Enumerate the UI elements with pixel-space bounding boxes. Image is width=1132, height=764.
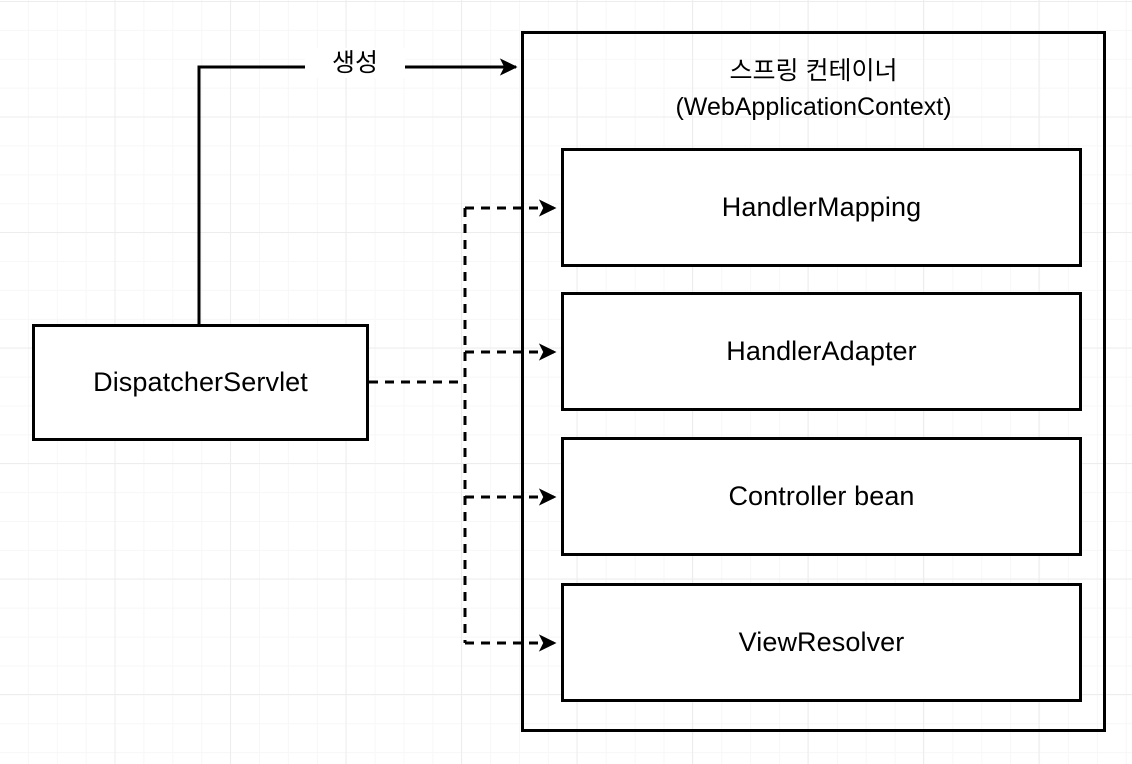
edge-label-create: 생성 xyxy=(305,48,405,78)
node-handler-mapping-label: HandlerMapping xyxy=(721,191,922,222)
node-handler-mapping[interactable]: HandlerMapping xyxy=(561,148,1082,267)
node-view-resolver[interactable]: ViewResolver xyxy=(561,583,1082,702)
node-handler-adapter[interactable]: HandlerAdapter xyxy=(561,292,1082,411)
node-controller-bean[interactable]: Controller bean xyxy=(561,437,1082,556)
edge-create-line xyxy=(197,58,518,325)
node-controller-bean-label: Controller bean xyxy=(728,480,915,511)
edge-lookup-trunk xyxy=(369,208,467,643)
node-handler-adapter-label: HandlerAdapter xyxy=(726,335,917,366)
node-dispatcher-servlet[interactable]: DispatcherServlet xyxy=(32,324,369,441)
node-spring-container-title-line2: (WebApplicationContext) xyxy=(675,92,952,121)
node-spring-container[interactable]: 스프링 컨테이너 (WebApplicationContext) xyxy=(521,31,1106,732)
node-dispatcher-servlet-label: DispatcherServlet xyxy=(93,366,308,397)
node-spring-container-title-line1: 스프링 컨테이너 xyxy=(729,57,898,85)
node-view-resolver-label: ViewResolver xyxy=(738,626,905,657)
node-spring-container-title: 스프링 컨테이너 (WebApplicationContext) xyxy=(524,54,1103,125)
